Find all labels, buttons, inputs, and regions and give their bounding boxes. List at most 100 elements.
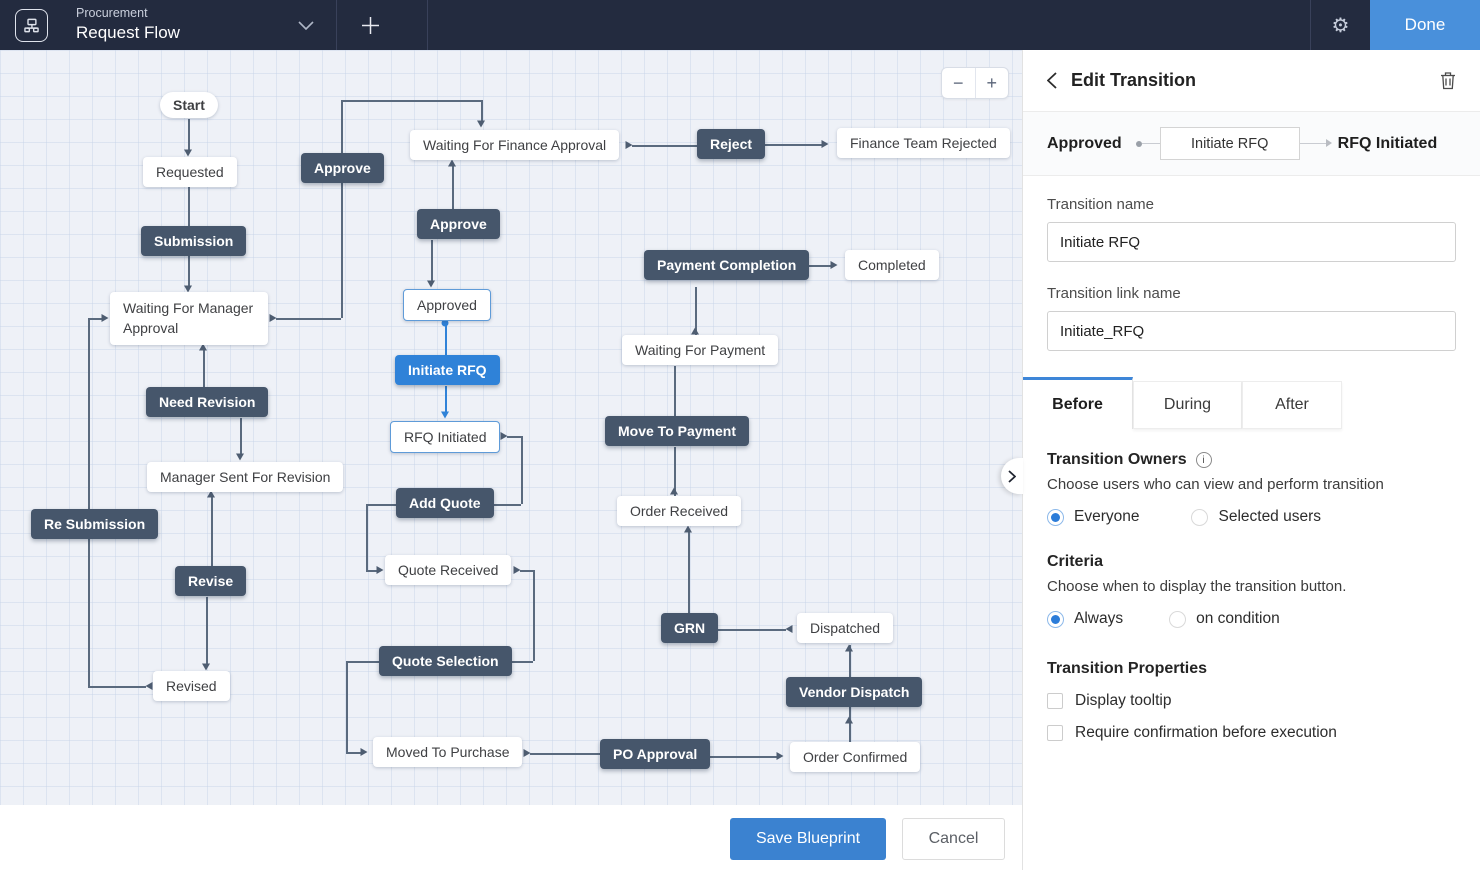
checkbox-display-tooltip[interactable] <box>1047 693 1063 709</box>
connector-segment <box>695 287 697 335</box>
info-icon[interactable]: i <box>1195 452 1212 468</box>
arrowhead-icon <box>684 525 692 533</box>
arrowhead-icon <box>821 140 829 148</box>
node-quote-selection[interactable]: Quote Selection <box>379 646 512 676</box>
connector-segment <box>489 504 521 506</box>
arrowhead-icon <box>236 453 244 461</box>
node-need-revision[interactable]: Need Revision <box>146 387 269 417</box>
node-rfq-initiated[interactable]: RFQ Initiated <box>390 421 501 453</box>
arrowhead-icon <box>202 663 210 671</box>
connector-segment <box>521 436 523 504</box>
workflow-title-block: Procurement Request Flow <box>76 6 180 43</box>
connector-segment <box>203 349 205 387</box>
zoom-in-button[interactable]: + <box>986 72 997 93</box>
radio-everyone-label: Everyone <box>1074 508 1140 525</box>
add-flow-button[interactable] <box>337 0 405 50</box>
tab-during[interactable]: During <box>1133 381 1242 429</box>
connector-segment <box>206 597 208 664</box>
connector-segment <box>88 318 90 686</box>
checkbox-require-confirmation[interactable] <box>1047 725 1063 741</box>
panel-collapse-handle[interactable] <box>1001 458 1023 494</box>
connector-segment <box>481 100 483 121</box>
node-move-to-payment[interactable]: Move To Payment <box>605 416 749 446</box>
node-approve-1[interactable]: Approve <box>301 153 384 183</box>
arrowhead-icon <box>845 716 853 724</box>
node-payment-completion[interactable]: Payment Completion <box>644 250 810 280</box>
node-requested[interactable]: Requested <box>143 157 237 187</box>
chevron-down-icon <box>298 20 314 30</box>
node-submission[interactable]: Submission <box>141 226 247 256</box>
node-grn[interactable]: GRN <box>661 613 719 643</box>
node-waiting-finance-approval[interactable]: Waiting For Finance Approval <box>410 130 620 160</box>
node-manager-sent-for-revision[interactable]: Manager Sent For Revision <box>147 462 344 492</box>
node-moved-to-purchase[interactable]: Moved To Purchase <box>373 737 523 767</box>
connector-segment <box>760 144 822 146</box>
transition-chip[interactable]: Initiate RFQ <box>1159 127 1300 160</box>
node-waiting-manager-approval[interactable]: Waiting For Manager Approval <box>110 292 268 346</box>
settings-button[interactable]: ⚙ <box>1310 0 1370 50</box>
arrowhead-icon <box>448 159 456 167</box>
transition-name-input[interactable] <box>1047 222 1456 262</box>
arrowhead-icon <box>441 411 449 419</box>
cancel-button[interactable]: Cancel <box>902 818 1005 860</box>
delete-transition-button[interactable] <box>1440 71 1456 90</box>
arrowhead-icon <box>184 149 192 157</box>
connector-segment <box>520 570 533 572</box>
node-vendor-dispatch[interactable]: Vendor Dispatch <box>786 677 923 707</box>
node-approve-2[interactable]: Approve <box>417 209 500 239</box>
node-approved[interactable]: Approved <box>403 289 491 321</box>
connector-segment <box>346 661 348 752</box>
panel-title: Edit Transition <box>1071 70 1197 90</box>
connector-segment <box>707 756 777 758</box>
node-quote-received[interactable]: Quote Received <box>385 555 512 585</box>
transition-owners-section: Transition Owners i Choose users who can… <box>1023 451 1480 526</box>
tab-before[interactable]: Before <box>1023 377 1133 429</box>
criteria-title: Criteria <box>1047 553 1104 570</box>
tab-after[interactable]: After <box>1242 381 1342 429</box>
save-blueprint-button[interactable]: Save Blueprint <box>730 818 886 860</box>
chevron-left-icon <box>1047 72 1057 89</box>
arrowhead-icon <box>360 748 368 756</box>
connector-segment <box>445 386 447 412</box>
radio-everyone[interactable] <box>1047 508 1064 526</box>
node-waiting-for-payment[interactable]: Waiting For Payment <box>622 335 779 365</box>
radio-on-condition[interactable] <box>1169 610 1187 628</box>
connector-segment <box>688 532 690 613</box>
transition-link-name-input[interactable] <box>1047 311 1456 351</box>
display-tooltip-label: Display tooltip <box>1075 692 1172 709</box>
node-order-received[interactable]: Order Received <box>617 496 742 526</box>
connector-segment <box>431 240 433 281</box>
canvas-footer: Save Blueprint Cancel <box>0 805 1022 870</box>
radio-always[interactable] <box>1047 610 1064 628</box>
node-add-quote[interactable]: Add Quote <box>396 488 494 518</box>
arrowhead-icon <box>376 566 384 574</box>
criteria-description: Choose when to display the transition bu… <box>1047 578 1347 595</box>
node-revised[interactable]: Revised <box>153 671 230 701</box>
owners-radio-row: Everyone Selected users <box>1047 508 1456 526</box>
zoom-control: − + <box>941 67 1009 99</box>
done-button[interactable]: Done <box>1370 0 1480 50</box>
radio-selected-users[interactable] <box>1191 508 1209 526</box>
node-po-approval[interactable]: PO Approval <box>600 739 711 769</box>
node-revise[interactable]: Revise <box>175 566 247 596</box>
node-completed[interactable]: Completed <box>845 250 939 280</box>
node-finance-team-rejected[interactable]: Finance Team Rejected <box>837 128 1010 158</box>
node-initiate-rfq[interactable]: Initiate RFQ <box>395 355 500 385</box>
connector-segment <box>188 119 190 150</box>
back-button[interactable] <box>1047 72 1057 89</box>
connector-segment <box>674 447 676 496</box>
node-order-confirmed[interactable]: Order Confirmed <box>790 742 921 772</box>
connector-segment <box>507 436 521 438</box>
connector-segment <box>341 100 343 318</box>
arrowhead-icon <box>776 752 784 760</box>
workflow-switcher-button[interactable] <box>298 20 314 30</box>
node-re-submission[interactable]: Re Submission <box>31 509 159 539</box>
node-start[interactable]: Start <box>160 92 218 118</box>
node-dispatched[interactable]: Dispatched <box>797 613 894 643</box>
node-reject[interactable]: Reject <box>697 129 766 159</box>
arrowhead-icon <box>670 487 678 495</box>
connector-segment <box>366 504 368 570</box>
zoom-out-button[interactable]: − <box>942 68 976 98</box>
connector-segment <box>366 570 377 572</box>
